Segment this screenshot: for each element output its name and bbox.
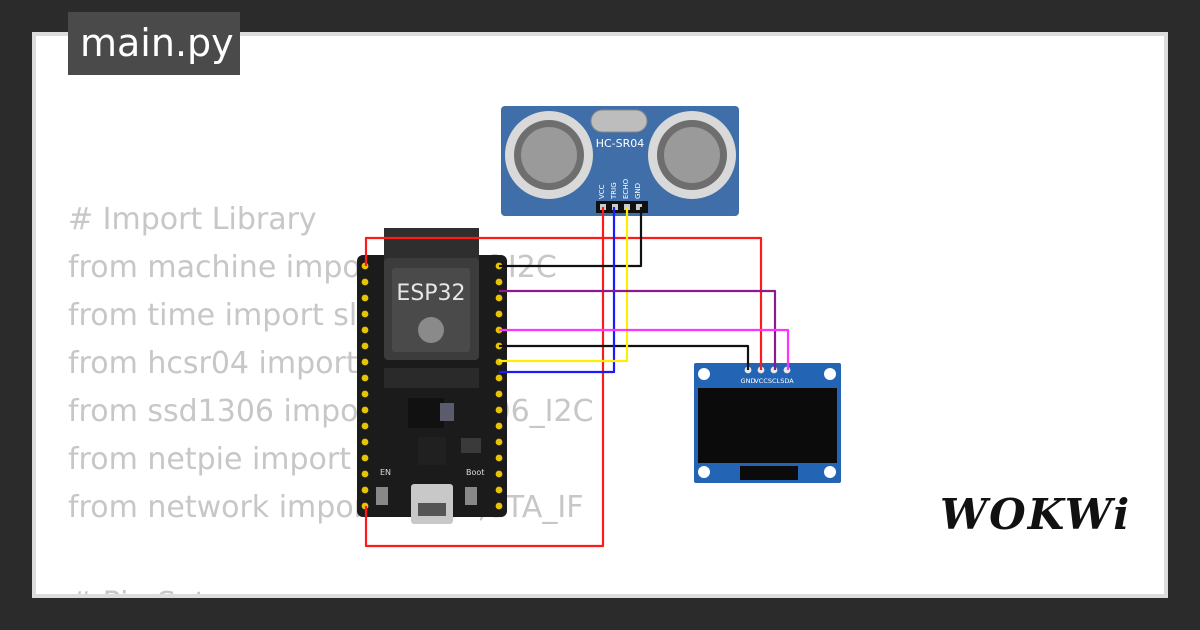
oled-pin-vcc: VCC xyxy=(754,377,768,385)
oled-pin-gnd: GND xyxy=(741,377,756,385)
esp32-board[interactable]: ESP32 EN Boot xyxy=(357,228,507,524)
boot-label: Boot xyxy=(466,468,484,477)
oled-pin-sda: SDA xyxy=(780,377,794,385)
file-name-tab[interactable]: main.py xyxy=(68,12,240,75)
espressif-logo-icon xyxy=(418,317,444,343)
wire-scl xyxy=(499,289,777,370)
sensor-label: HC-SR04 xyxy=(596,137,645,150)
esp32-left-pins xyxy=(361,262,369,510)
wokwi-logo: WOKWi xyxy=(940,490,1132,539)
oled-display[interactable]: GND VCC SCL SDA xyxy=(694,363,841,483)
en-button[interactable] xyxy=(376,487,388,505)
wire-gnd-oled xyxy=(499,344,750,370)
boot-button[interactable] xyxy=(465,487,477,505)
sensor-pin-echo: ECHO xyxy=(622,178,630,199)
wire-sda xyxy=(499,328,790,370)
wire-trig xyxy=(499,207,616,374)
sensor-pin-vcc: VCC xyxy=(598,184,606,199)
esp32-label: ESP32 xyxy=(396,281,465,306)
code-line: # Pin Setup xyxy=(68,580,594,594)
sensor-pin-trig: TRIG xyxy=(610,182,618,200)
wire-gnd-sensor xyxy=(499,207,643,268)
wire-vcc-sensor xyxy=(364,207,605,548)
en-label: EN xyxy=(380,468,391,477)
wire-vcc xyxy=(364,236,763,370)
hcsr04-sensor[interactable]: HC-SR04 VCC TRIG ECHO GND xyxy=(501,106,739,216)
code-line: # Import Library xyxy=(68,202,317,237)
oled-pin-scl: SCL xyxy=(768,377,781,385)
sensor-pin-gnd: GND xyxy=(634,183,642,199)
esp32-right-pins xyxy=(495,262,503,510)
oled-screen xyxy=(698,388,837,463)
wire-echo xyxy=(499,207,629,363)
